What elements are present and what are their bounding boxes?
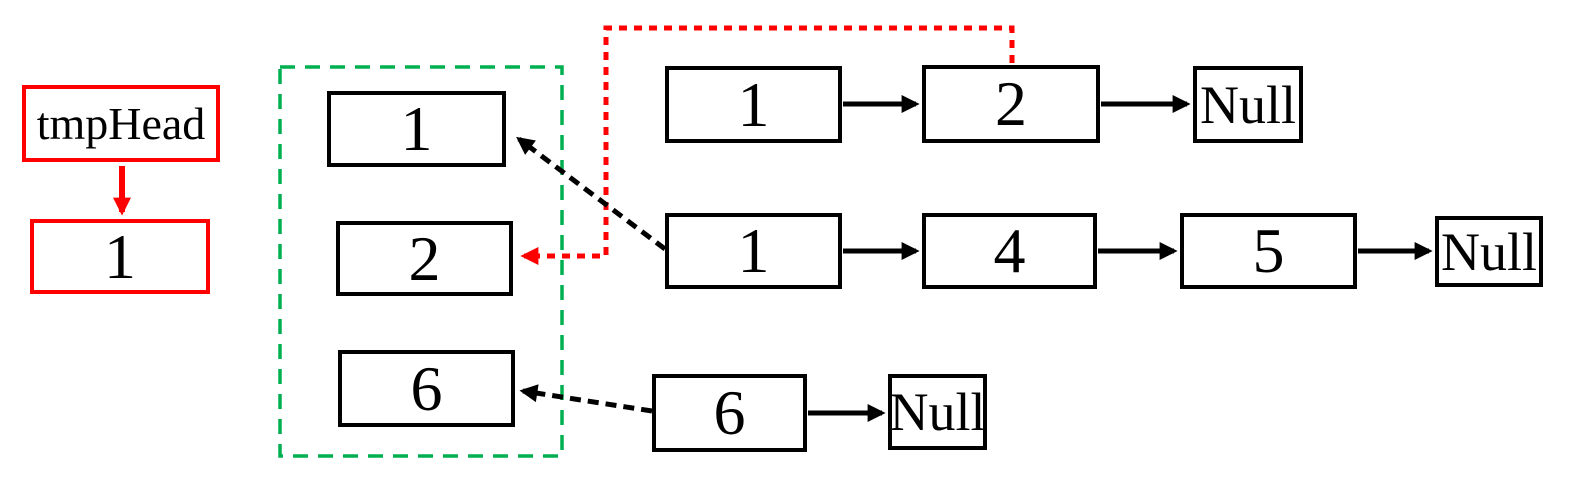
list2-null-box: Null [1435, 216, 1543, 287]
list3-null-box: Null [888, 374, 987, 450]
tmphead-label: tmpHead [36, 97, 206, 149]
list2-node-3-value: 5 [1252, 215, 1285, 286]
list2-node-2-value: 4 [993, 215, 1026, 286]
list2-node-1: 1 [665, 213, 842, 289]
candidate-node-2: 2 [336, 221, 513, 296]
candidate-node-3: 6 [338, 350, 515, 427]
list1-node-2: 2 [922, 65, 1100, 143]
tmphead-box: tmpHead [22, 85, 220, 162]
list1-node-2-value: 2 [995, 68, 1027, 139]
list3-node-1: 6 [652, 374, 807, 452]
dashed-link-list3-head-to-candidate6 [519, 384, 653, 414]
list2-node-3: 5 [1180, 213, 1357, 289]
list2-null-label: Null [1440, 221, 1537, 282]
list1-node-1-value: 1 [737, 68, 770, 140]
candidate-node-2-value: 2 [408, 222, 441, 294]
candidate-node-1-value: 1 [400, 93, 433, 164]
candidate-node-3-value: 6 [410, 352, 443, 424]
list1-null-box: Null [1193, 66, 1303, 143]
candidate-node-1: 1 [327, 91, 506, 167]
dashed-link-list2-head-to-candidate1 [516, 136, 667, 251]
list1-null-label: Null [1199, 74, 1296, 135]
list3-node-1-value: 6 [713, 377, 746, 448]
tmphead-first-node-value: 1 [104, 220, 136, 292]
tmphead-first-node: 1 [30, 219, 210, 294]
list2-node-2: 4 [922, 213, 1097, 289]
list2-node-1-value: 1 [737, 215, 770, 286]
list3-null-label: Null [889, 382, 986, 442]
list1-node-1: 1 [665, 66, 842, 143]
